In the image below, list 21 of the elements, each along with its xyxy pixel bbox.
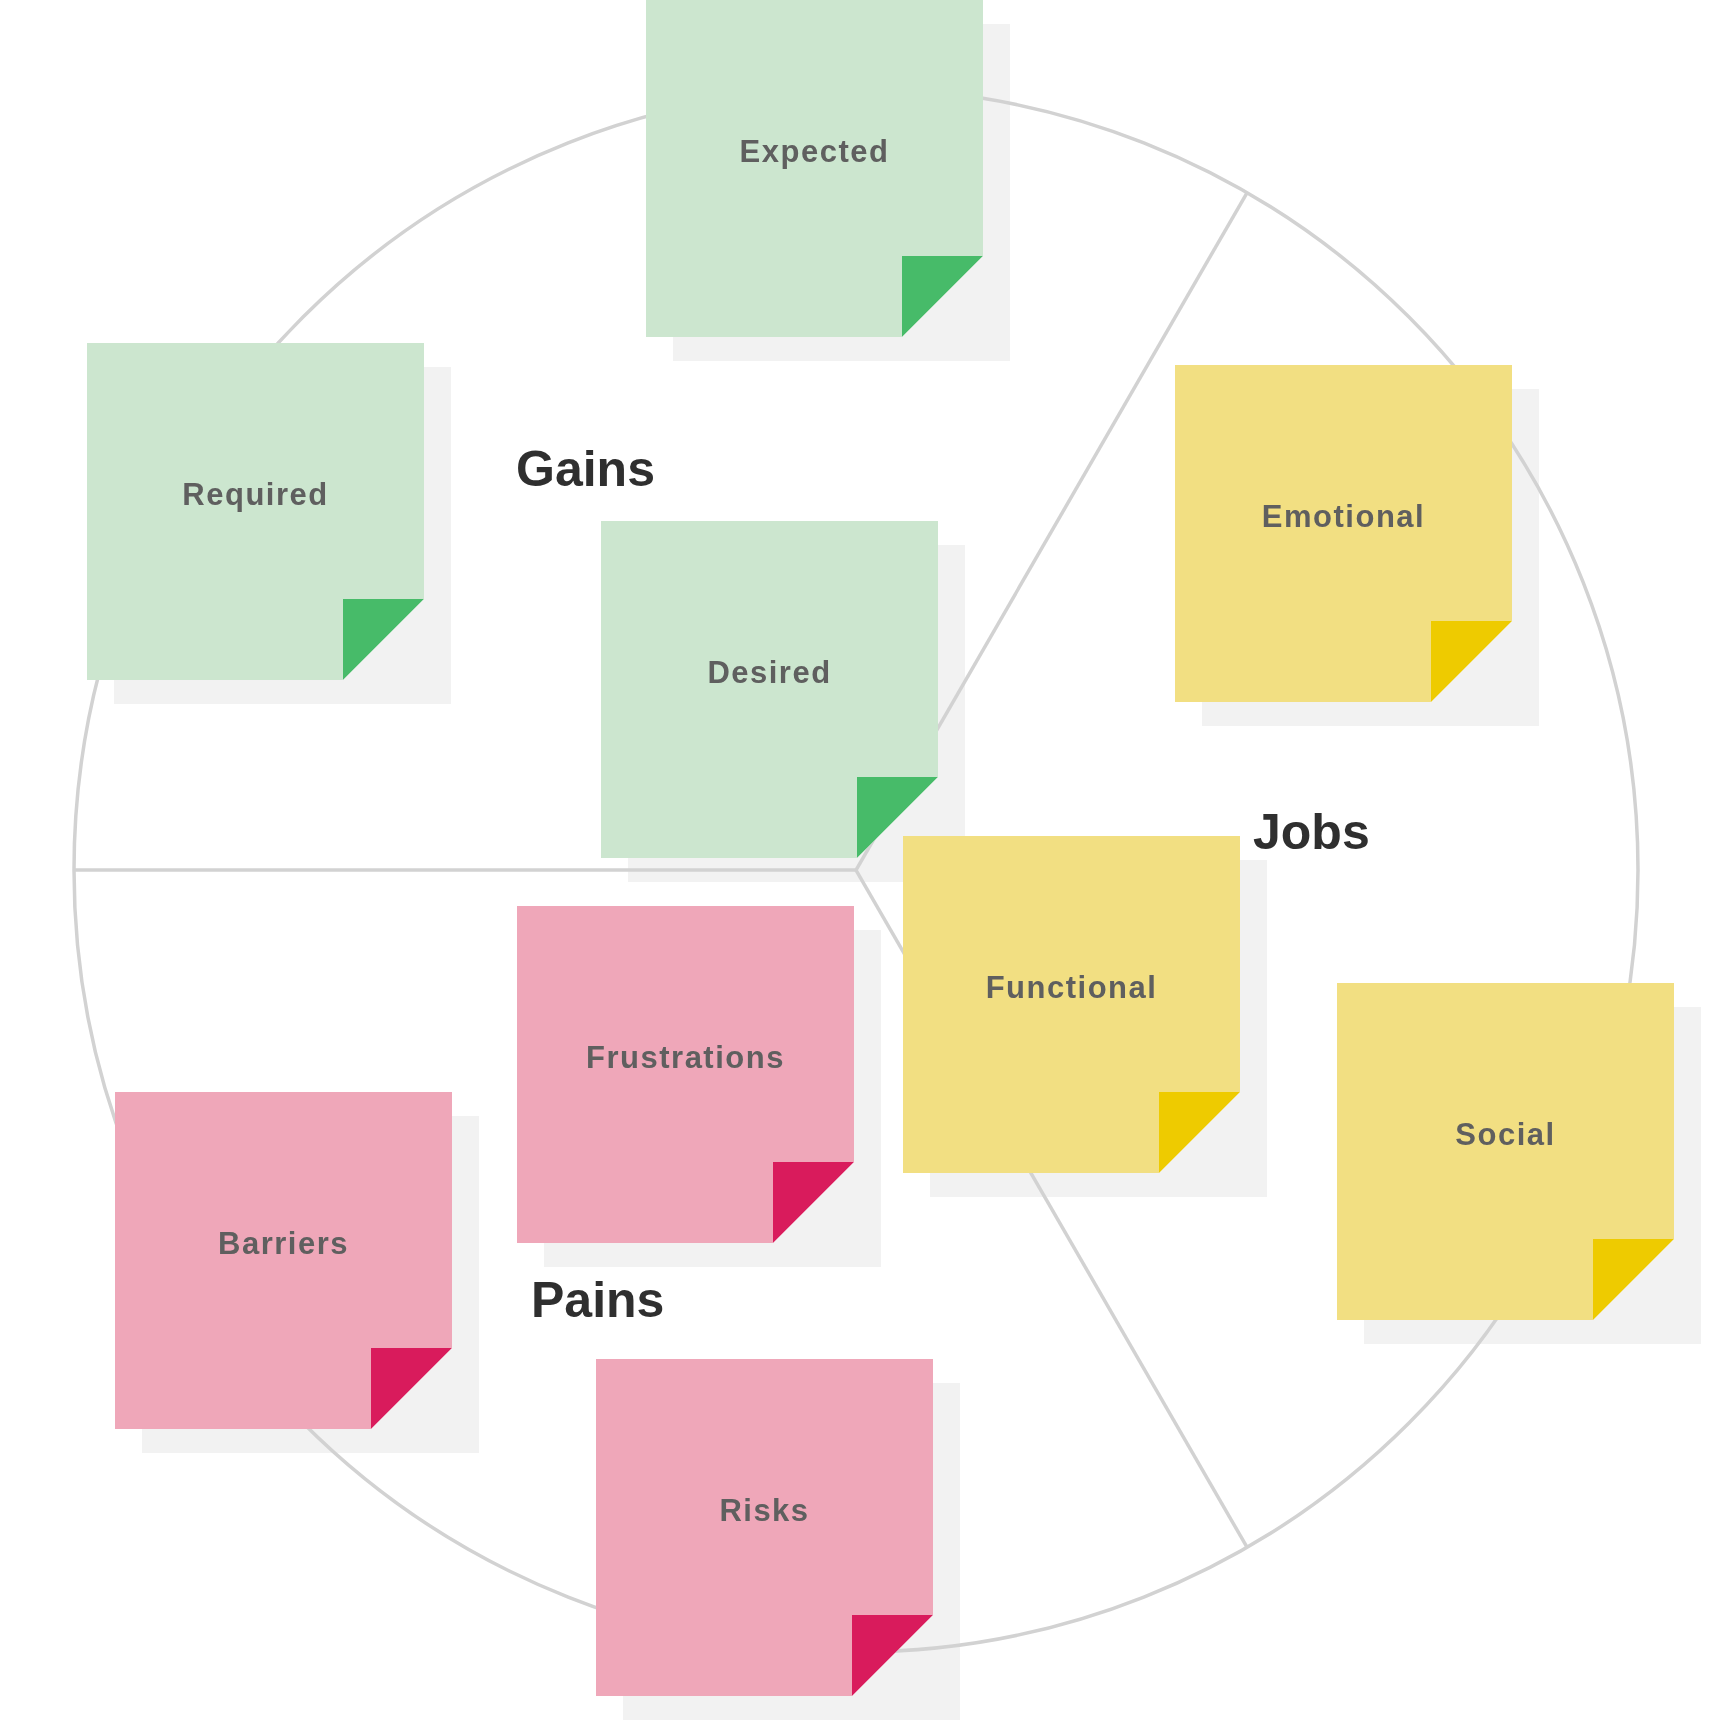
- sticky-note: [1337, 983, 1674, 1320]
- note-label: Functional: [985, 970, 1158, 1006]
- sticky-note: [903, 836, 1240, 1173]
- note-label: Expected: [739, 134, 890, 170]
- note-label: Barriers: [218, 1226, 349, 1262]
- section-heading: Pains: [531, 1275, 665, 1325]
- sticky-note: [87, 343, 424, 680]
- sticky-note: [646, 0, 983, 337]
- note-label: Required: [182, 477, 329, 513]
- note-label: Emotional: [1261, 499, 1426, 535]
- section-heading: Jobs: [1253, 807, 1370, 857]
- note-label: Desired: [707, 655, 832, 691]
- note-label: Frustrations: [586, 1040, 785, 1076]
- sticky-note: [601, 521, 938, 858]
- note-label: Social: [1455, 1117, 1556, 1153]
- section-heading: Gains: [516, 444, 655, 494]
- sticky-note: [596, 1359, 933, 1696]
- sticky-note: [115, 1092, 452, 1429]
- sticky-note: [1175, 365, 1512, 702]
- note-label: Risks: [719, 1493, 810, 1529]
- sticky-note: [517, 906, 854, 1243]
